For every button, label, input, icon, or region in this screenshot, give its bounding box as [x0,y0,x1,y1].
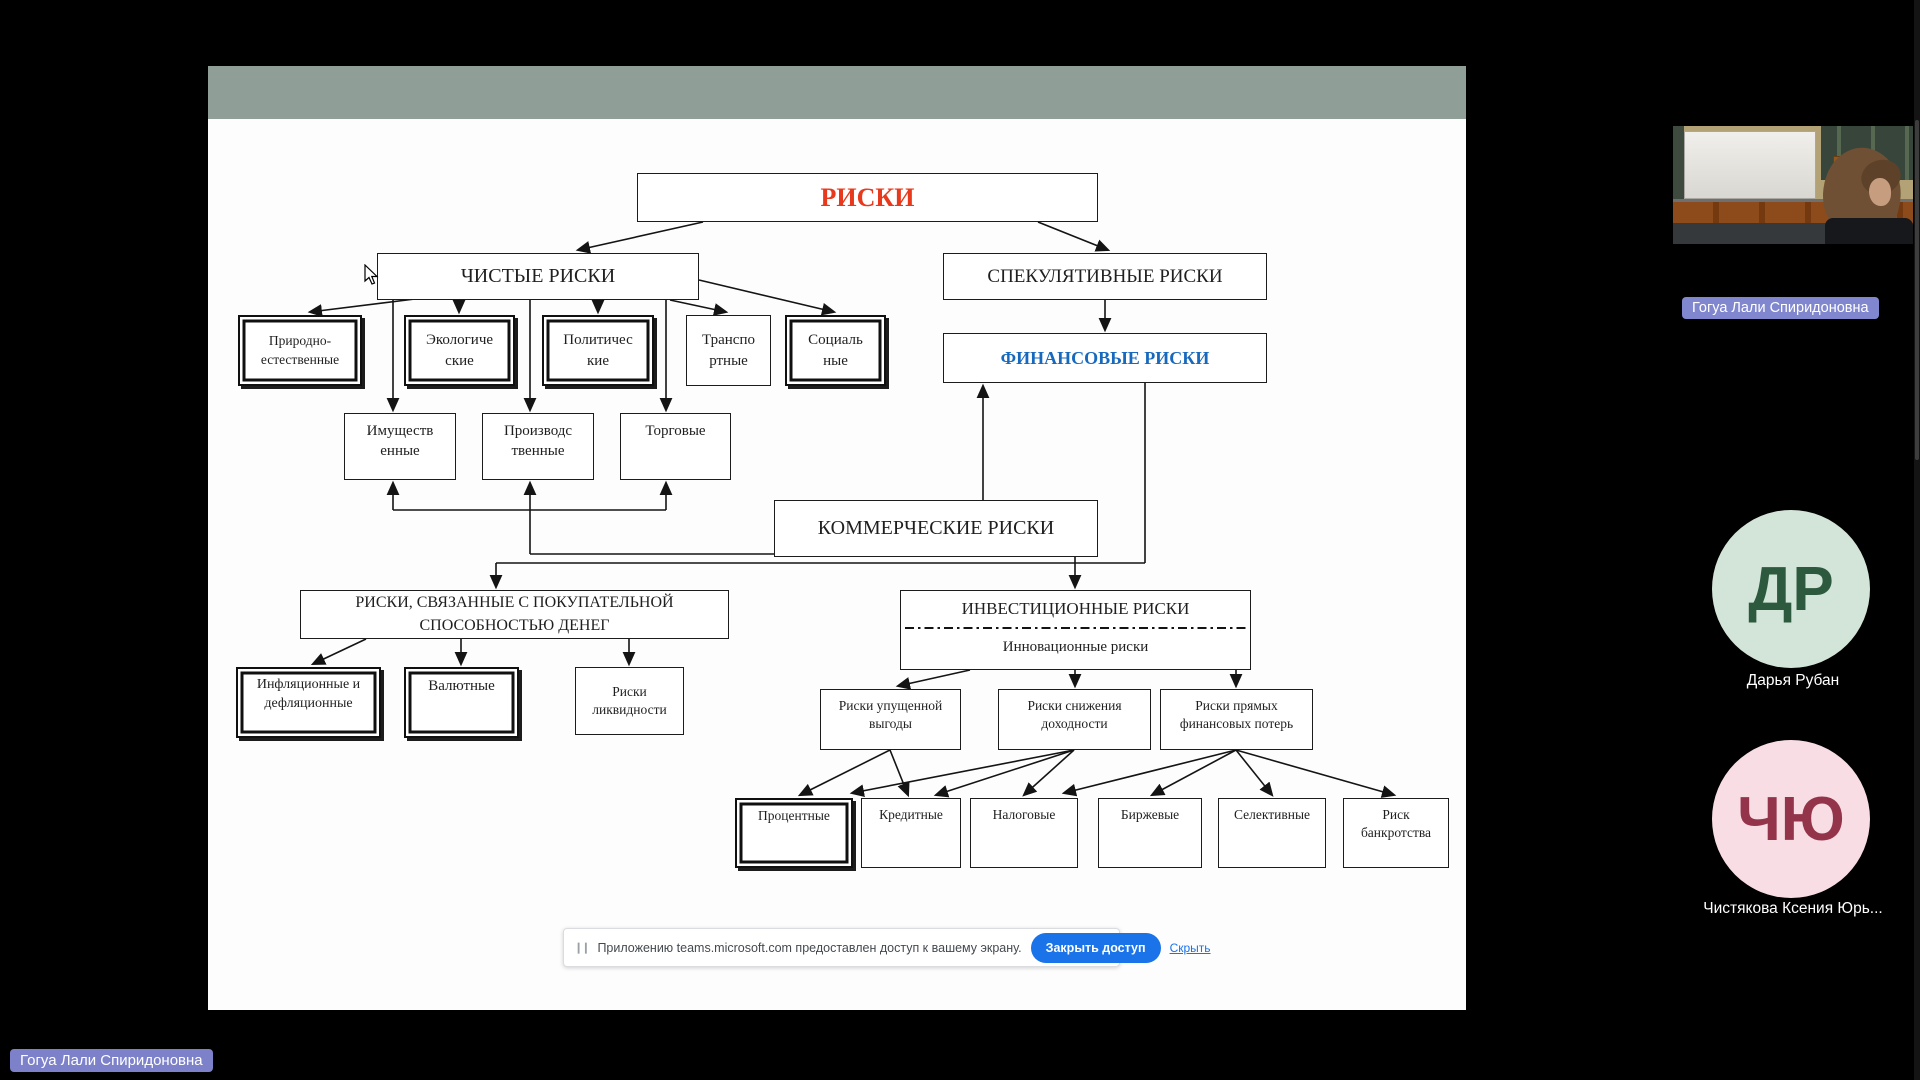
board-rail [1673,199,1913,202]
node-imushchestvennye: Имуществ енные [344,413,456,480]
node-socialnye: Социаль ные [785,315,886,386]
shared-screen-slide: РИСКИ ЧИСТЫЕ РИСКИ СПЕКУЛЯТИВНЫЕ РИСКИ П… [208,66,1466,1010]
node-proizvodstvennye: Производс твенные [482,413,594,480]
speaker-face [1869,178,1891,206]
notification-message: Приложению teams.microsoft.com предостав… [597,940,1022,955]
stop-sharing-button[interactable]: Закрыть доступ [1030,932,1161,963]
video-participant-name: Гогуа Лали Спиридоновна [1682,297,1879,319]
screen-share-notification: ❙❙ Приложению teams.microsoft.com предос… [563,928,1211,967]
node-pokupatelnoy-sposobnosti: РИСКИ, СВЯЗАННЫЕ С ПОКУПАТЕЛЬНОЙ СПОСОБН… [300,590,729,639]
node-torgovye: Торговые [620,413,731,480]
node-selektivnye: Селективные [1218,798,1326,868]
node-inflyacionnye: Инфляционные и дефляционные [236,667,381,738]
mouse-cursor-icon [364,264,379,285]
avatar-chyu[interactable]: ЧЮ [1712,740,1870,898]
node-pryamykh-poter: Риски прямых финансовых потерь [1160,689,1313,750]
node-politicheskie: Политичес кие [542,315,654,386]
hide-notification-link[interactable]: Скрыть [1169,940,1211,955]
node-likvidnosti: Риски ликвидности [575,667,684,735]
investicionnye-title: ИНВЕСТИЦИОННЫЕ РИСКИ [961,599,1190,618]
chalkboard-left [1673,126,1684,208]
node-spekulativnye-riski: СПЕКУЛЯТИВНЫЕ РИСКИ [943,253,1267,300]
node-nalogovye: Налоговые [970,798,1078,868]
whiteboard [1684,131,1816,199]
node-birzhevye: Биржевые [1098,798,1202,868]
node-kommercheskie-riski: КОММЕРЧЕСКИЕ РИСКИ [774,500,1098,557]
slide-header-bar [208,66,1466,119]
avatar-dr[interactable]: ДР [1712,510,1870,668]
sidebar-scrollbar[interactable] [1914,0,1920,1080]
node-investicionnye-riski: ИНВЕСТИЦИОННЫЕ РИСКИ Инновационные риски [900,590,1251,670]
node-prirodno-estestvennye: Природно- естественные [238,315,362,386]
node-finansovye-riski: ФИНАНСОВЫЕ РИСКИ [943,333,1267,383]
node-snizheniya-dokhodnosti: Риски снижения доходности [998,689,1151,750]
node-valyutnye: Валютные [404,667,519,738]
node-ekologicheskie: Экологиче ские [404,315,515,386]
presenter-name-label: Гогуа Лали Спиридоновна [10,1049,213,1072]
speaker-shoulders [1825,218,1913,244]
participant-video-tile[interactable] [1673,126,1913,244]
dash-dot-divider [905,627,1246,629]
node-transportnye: Транспо ртные [686,315,771,386]
node-kreditnye: Кредитные [861,798,961,868]
node-chistye-riski: ЧИСТЫЕ РИСКИ [377,253,699,300]
scrollbar-thumb[interactable] [1915,120,1919,460]
node-bankrotstva: Риск банкротства [1343,798,1449,868]
drag-handle-icon[interactable]: ❙❙ [574,942,591,954]
participant-name-chyu: Чистякова Ксения Юрь... [1703,900,1883,917]
innovacionnye-label: Инновационные риски [1002,639,1149,655]
node-upushchennoy-vygody: Риски упущенной выгоды [820,689,961,750]
node-riski: РИСКИ [637,173,1098,222]
node-procentnye: Процентные [735,798,853,868]
diagram-connectors [307,221,1397,798]
participant-name-dr: Дарья Рубан [1746,672,1840,689]
